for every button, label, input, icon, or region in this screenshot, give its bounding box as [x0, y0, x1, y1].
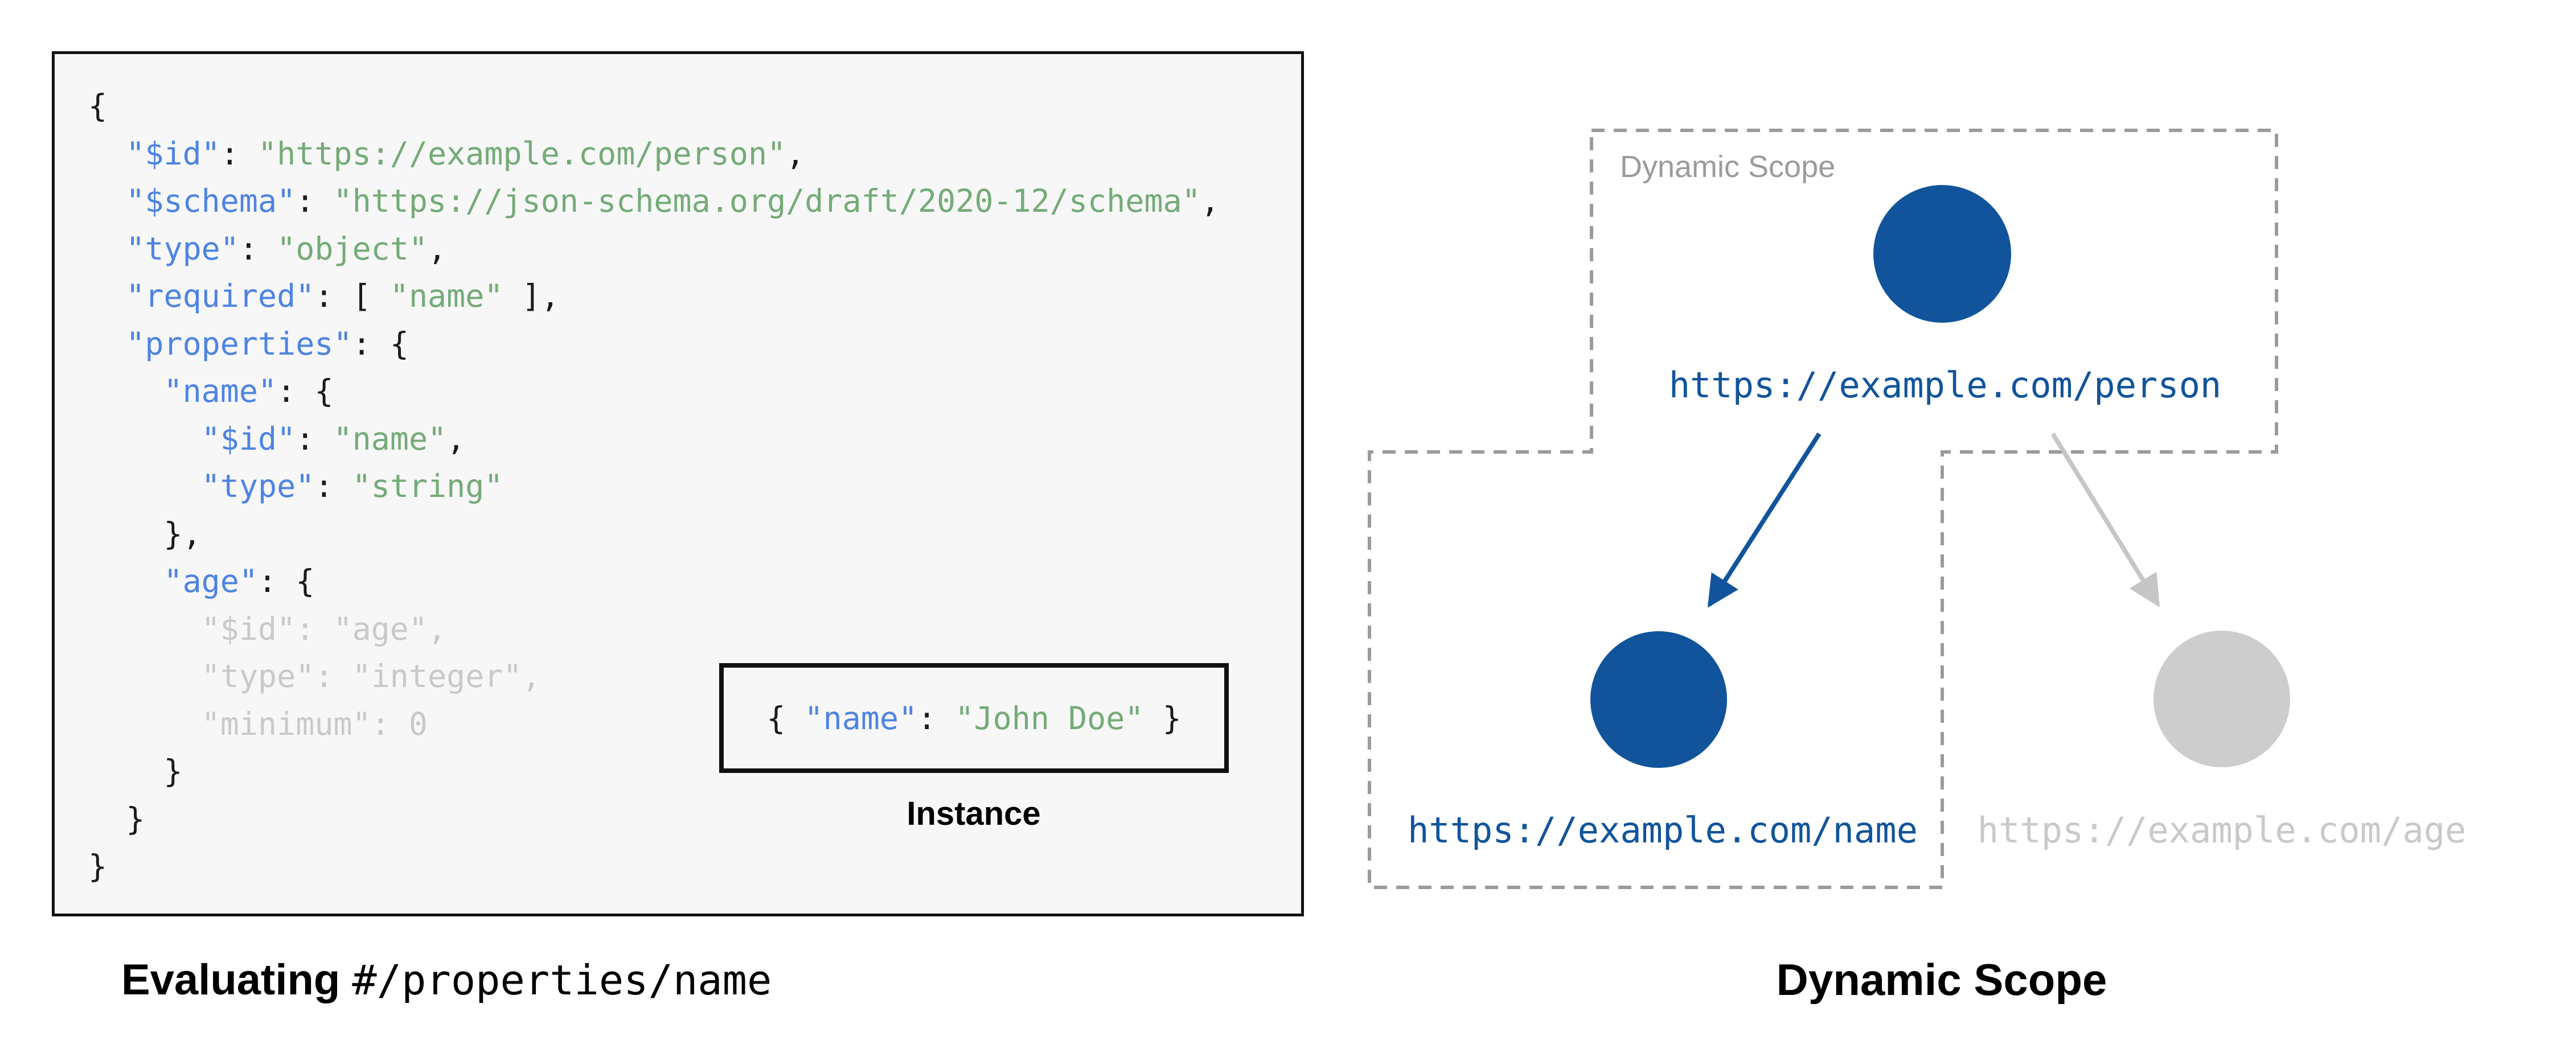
code-line: "name": {	[88, 368, 1220, 416]
code-token: "required"	[126, 278, 315, 314]
left-caption: Evaluating #/properties/name	[121, 955, 772, 1005]
age-node-circle	[2153, 631, 2290, 767]
code-token: :	[220, 135, 259, 172]
code-token: "https://example.com/person"	[258, 135, 786, 172]
instance-code: { "name": "John Doe" }	[766, 700, 1182, 737]
code-token: {	[766, 700, 805, 737]
code-token: "age"	[163, 563, 259, 599]
code-token: : {	[258, 563, 315, 599]
edge-person-to-age	[2050, 432, 2160, 607]
code-line: "properties": {	[88, 320, 1220, 368]
code-token: {	[88, 88, 108, 124]
code-line: "$id": "name",	[88, 416, 1220, 463]
code-token: "$id"	[126, 135, 220, 172]
code-token: : [	[314, 278, 390, 314]
code-line: "$schema": "https://json-schema.org/draf…	[88, 178, 1220, 225]
code-token: :	[314, 468, 352, 504]
code-token: }	[88, 800, 145, 837]
code-token: "type"	[126, 230, 239, 267]
code-line: "type": "string"	[88, 463, 1220, 511]
code-token: ],	[503, 278, 560, 314]
code-token: "$id"	[201, 420, 296, 457]
code-token: }	[1143, 700, 1182, 737]
code-line: {	[88, 83, 1220, 130]
code-token: "properties"	[126, 325, 352, 362]
left-caption-bold: Evaluating	[121, 956, 352, 1004]
code-token: ,	[1200, 183, 1220, 219]
left-caption-pointer: #/properties/name	[352, 956, 772, 1004]
code-token: "$schema"	[126, 183, 296, 219]
code-token: : {	[352, 325, 409, 362]
code-token: :	[296, 420, 334, 457]
code-token: "type"	[201, 468, 315, 504]
code-token: ,	[446, 420, 466, 457]
code-token: "name"	[333, 420, 447, 457]
code-line: "$id": "https://example.com/person",	[88, 130, 1220, 178]
schema-code-panel: { "$id": "https://example.com/person", "…	[52, 51, 1304, 916]
code-line: "$id": "age",	[88, 606, 1220, 653]
name-node-circle	[1590, 631, 1727, 768]
code-line: "minimum": 0	[88, 701, 1220, 748]
code-token: }	[88, 753, 183, 789]
code-token: :	[296, 183, 334, 219]
right-caption: Dynamic Scope	[1776, 955, 2107, 1005]
person-node-circle	[1873, 185, 2011, 323]
instance-label: Instance	[906, 795, 1041, 832]
code-token: "type": "integer",	[88, 658, 541, 694]
code-line: }	[88, 796, 1220, 844]
code-token: "name"	[804, 700, 918, 737]
code-line: },	[88, 511, 1220, 558]
age-node-label: https://example.com/age	[1977, 809, 2467, 851]
code-line: }	[88, 843, 1220, 891]
code-token: "John Doe"	[955, 700, 1144, 737]
edge-person-to-name	[1707, 432, 1822, 608]
code-token: "minimum": 0	[88, 705, 428, 742]
code-token: "name"	[389, 278, 503, 314]
schema-code: { "$id": "https://example.com/person", "…	[88, 83, 1220, 891]
code-token: "string"	[352, 468, 503, 504]
code-line: "type": "integer",	[88, 653, 1220, 701]
code-line: }	[88, 748, 1220, 796]
code-token: :	[917, 700, 955, 737]
code-token: ,	[428, 230, 447, 267]
name-node-label: https://example.com/name	[1408, 809, 1918, 851]
code-token: },	[88, 515, 202, 552]
dynamic-scope-region-label: Dynamic Scope	[1620, 150, 1836, 184]
code-line: "required": [ "name" ],	[88, 273, 1220, 320]
code-token: "name"	[163, 373, 277, 409]
code-token: ,	[786, 135, 805, 172]
code-token: "https://json-schema.org/draft/2020-12/s…	[333, 183, 1201, 219]
code-token: }	[88, 848, 108, 885]
code-token: "$id": "age",	[88, 610, 447, 647]
dynamic-scope-outline	[1368, 129, 2278, 889]
code-token: :	[239, 230, 277, 267]
person-node-label: https://example.com/person	[1668, 364, 2222, 406]
code-line: "type": "object",	[88, 225, 1220, 273]
code-line: "age": {	[88, 558, 1220, 606]
code-token: "object"	[277, 230, 428, 267]
code-token: : {	[277, 373, 334, 409]
instance-box: { "name": "John Doe" }	[719, 663, 1229, 773]
